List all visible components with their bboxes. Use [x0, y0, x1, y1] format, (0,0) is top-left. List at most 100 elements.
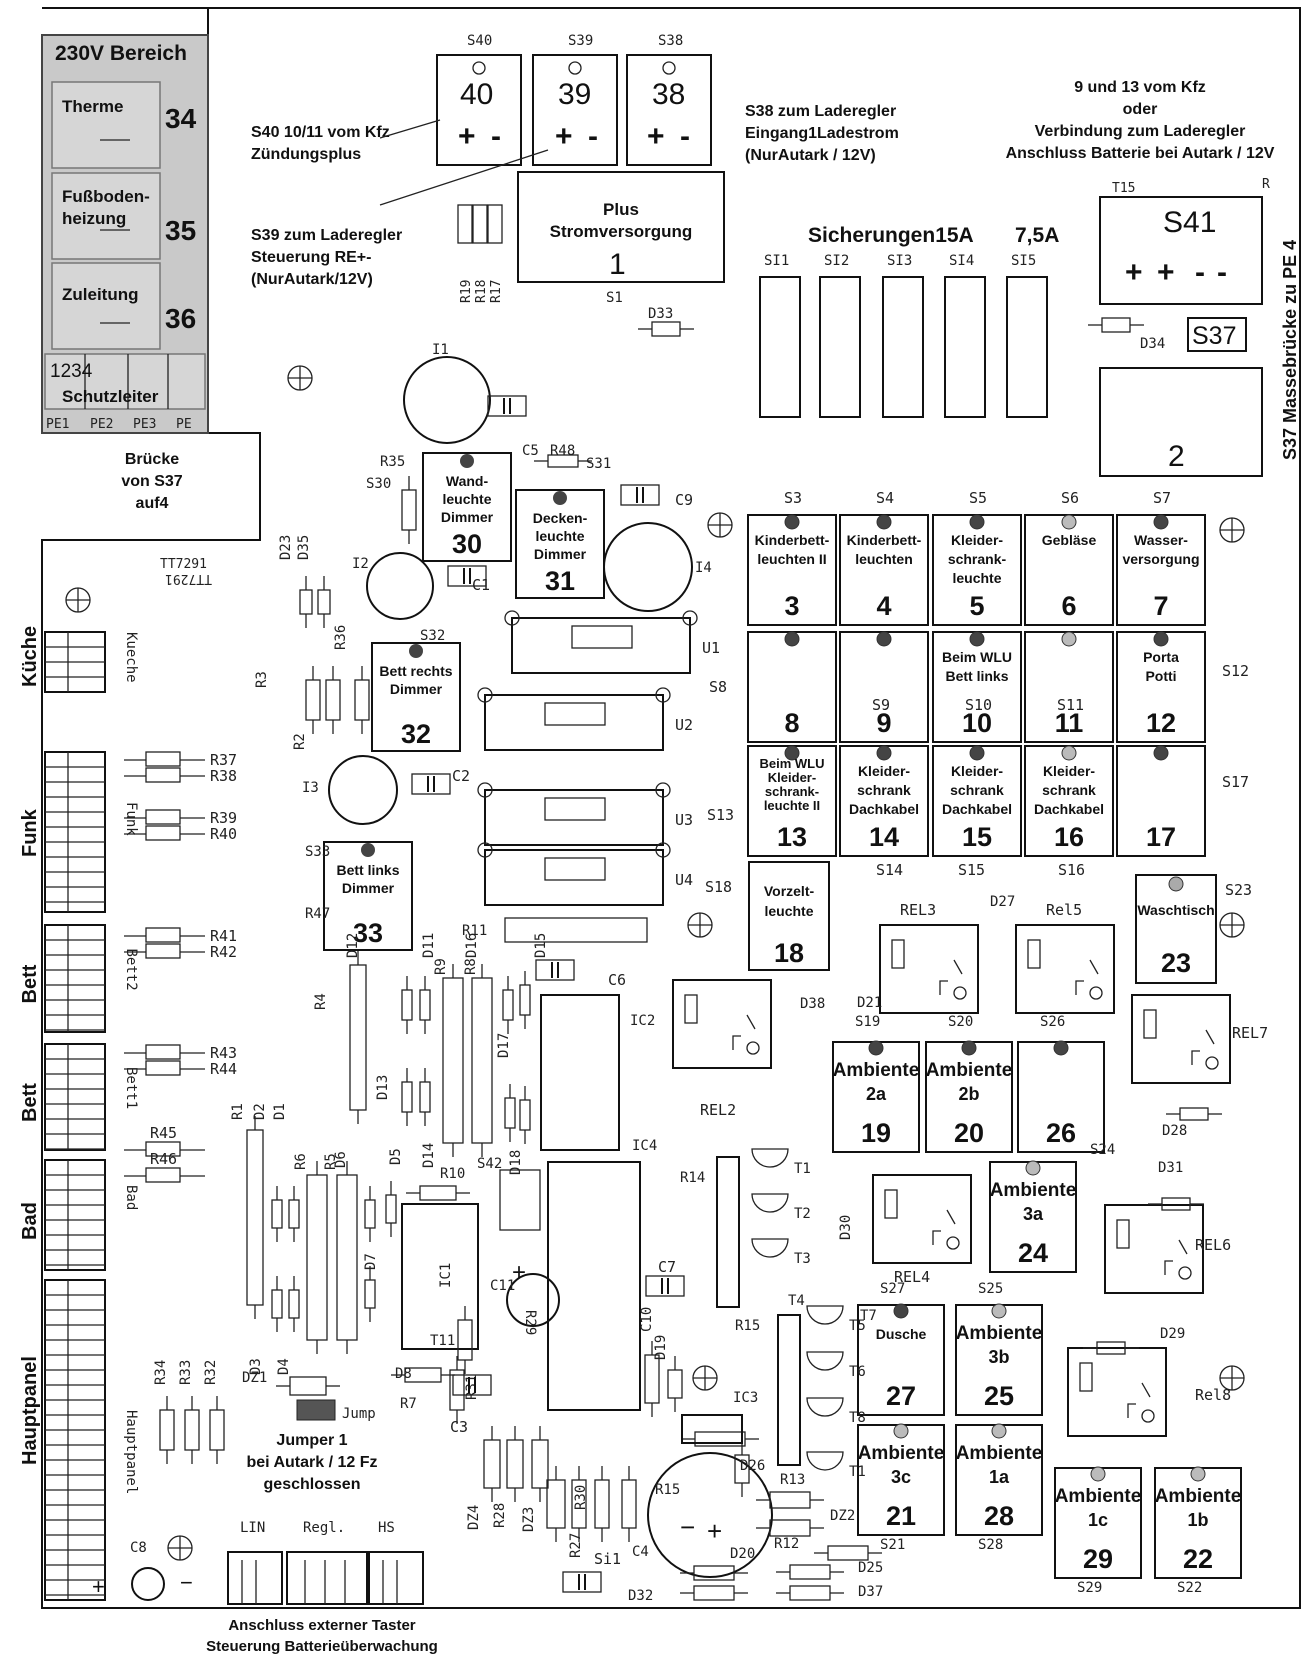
left-silk-label-6: Hauptpanel: [123, 1410, 139, 1494]
ambiente-blocks: Ambiente2a19S19Ambiente2b20S2026S26Ambie…: [832, 1014, 1242, 1596]
round-components: I1 I2 I3 I4 C11 R15 C4 C8 + − + − +: [92, 342, 773, 1601]
r35-label: R35: [380, 454, 405, 470]
vorzelt-label: Vorzelt-leuchte: [764, 883, 815, 919]
switch-num-11: 11: [1055, 708, 1084, 738]
ambiente-num-26: 26: [1046, 1118, 1076, 1148]
pe3-label: PE3: [133, 417, 156, 432]
component-h-label-15: D32: [628, 1588, 653, 1604]
ambiente-num-24: 24: [1018, 1238, 1048, 1268]
relay-switch-4: [1191, 1029, 1215, 1065]
s41-sign-4: -: [1217, 256, 1227, 289]
capacitor-7: [562, 1571, 602, 1593]
switch-led-15: [969, 745, 985, 761]
ambiente-ref-28: S28: [978, 1537, 1003, 1553]
dimmer-31: [515, 489, 605, 599]
component-body-9: [419, 989, 431, 1021]
regulator-label-3: U3: [675, 811, 693, 829]
component-h-body-6: [419, 1185, 457, 1201]
relay-label-2: Rel5: [1046, 901, 1082, 919]
relay-contact-1: [953, 986, 967, 1000]
transistor-label-4: T5: [849, 1318, 866, 1334]
switch-label-13-line: schrank-: [765, 784, 819, 799]
pin-header-2: [472, 204, 488, 244]
relay-contact-7: [1141, 1409, 1155, 1423]
s33-label: S33: [305, 844, 330, 860]
component-body-21: [271, 1289, 283, 1319]
component-body-38: [644, 1354, 660, 1404]
component-label-40: R33: [178, 1360, 194, 1385]
component-h-body-14: [693, 1565, 735, 1581]
ambiente-ref-29: S29: [1077, 1580, 1102, 1596]
ambiente-label-22: Ambiente: [1155, 1486, 1242, 1507]
component-body-36: [621, 1479, 637, 1529]
switch-label-10-line: Beim WLU: [942, 649, 1012, 665]
ambiente-led-22: [1190, 1466, 1206, 1482]
component-label-7: R4: [313, 993, 329, 1010]
left-res-4: [145, 825, 181, 841]
c8-label: C8: [130, 1540, 147, 1556]
component-label-24: R5: [323, 1153, 339, 1170]
left-res-label-1: R37: [210, 751, 237, 769]
relay-coil-5: [884, 1189, 898, 1219]
relay-label-5: REL4: [894, 1268, 930, 1286]
ambiente-sub-28: 1a: [989, 1467, 1010, 1487]
capacitor-label-2: C9: [675, 491, 693, 509]
relay-coil-6: [1116, 1219, 1130, 1249]
left-res-label-3: R39: [210, 809, 237, 827]
fuse-1: [759, 276, 801, 418]
dimmer-led-33: [361, 843, 375, 857]
ambiente-led-20: [961, 1040, 977, 1056]
ambiente-sub-22: 1b: [1187, 1510, 1208, 1530]
term-38: 38: [652, 78, 685, 111]
component-h-label-2: D34: [1140, 336, 1165, 352]
r16-minus: −: [680, 1512, 695, 1542]
dimmer-num-30: 30: [452, 529, 482, 559]
r47-label: R47: [305, 906, 330, 922]
component-body-30: [483, 1439, 501, 1489]
ambiente-num-21: 21: [886, 1501, 916, 1531]
plus-40: +: [458, 120, 476, 153]
ambiente-ref-20: S20: [948, 1014, 973, 1030]
component-h-label-14: D20: [730, 1546, 755, 1562]
switch-label-5: Kleider-schrank-leuchte: [948, 532, 1007, 586]
component-label-11: D14: [421, 1143, 437, 1168]
component-h-body-12: [789, 1564, 831, 1580]
component-body-40: [184, 1409, 200, 1451]
board-id-mirror: TT7291: [165, 571, 212, 586]
pe2-label: PE2: [90, 417, 113, 432]
component-body-4: [325, 679, 341, 721]
component-body-22: [288, 1289, 300, 1319]
relay-7: [1067, 1347, 1167, 1437]
relay-contact-4: [1205, 1056, 1219, 1070]
t7-label: T7: [860, 1308, 877, 1324]
ambiente-led-19: [868, 1040, 884, 1056]
ic-chips: IC2 IC4 IC1 IC3: [401, 994, 801, 1466]
switch-label-12-line: Potti: [1145, 668, 1176, 684]
regulator-label-2: U2: [675, 716, 693, 734]
component-h-label-4: D31: [1158, 1160, 1183, 1176]
fuse-ref-1: SI1: [764, 253, 789, 269]
ambiente-led-26: [1053, 1040, 1069, 1056]
component-body-28: [457, 1319, 473, 1361]
ref-s23: S23: [1225, 881, 1252, 899]
r48-label: R48: [550, 443, 575, 459]
ambiente-label-19: Ambiente: [833, 1060, 920, 1081]
switch-label-5-line: schrank-: [948, 551, 1007, 567]
fussboden-l1: Fußboden-: [62, 187, 150, 206]
fuses-title: Sicherungen15A: [808, 224, 974, 247]
component-label-41: R32: [203, 1360, 219, 1385]
left-res-2: [145, 767, 181, 783]
s42-body: [499, 1169, 541, 1231]
port-lin-label: LIN: [240, 1520, 265, 1536]
vorzelt-l2: leuchte: [764, 903, 813, 919]
switch-led-4: [876, 514, 892, 530]
s41-connector: T15 R S41 + + - - S37 2: [1099, 177, 1270, 477]
fuse-5: [1006, 276, 1048, 418]
